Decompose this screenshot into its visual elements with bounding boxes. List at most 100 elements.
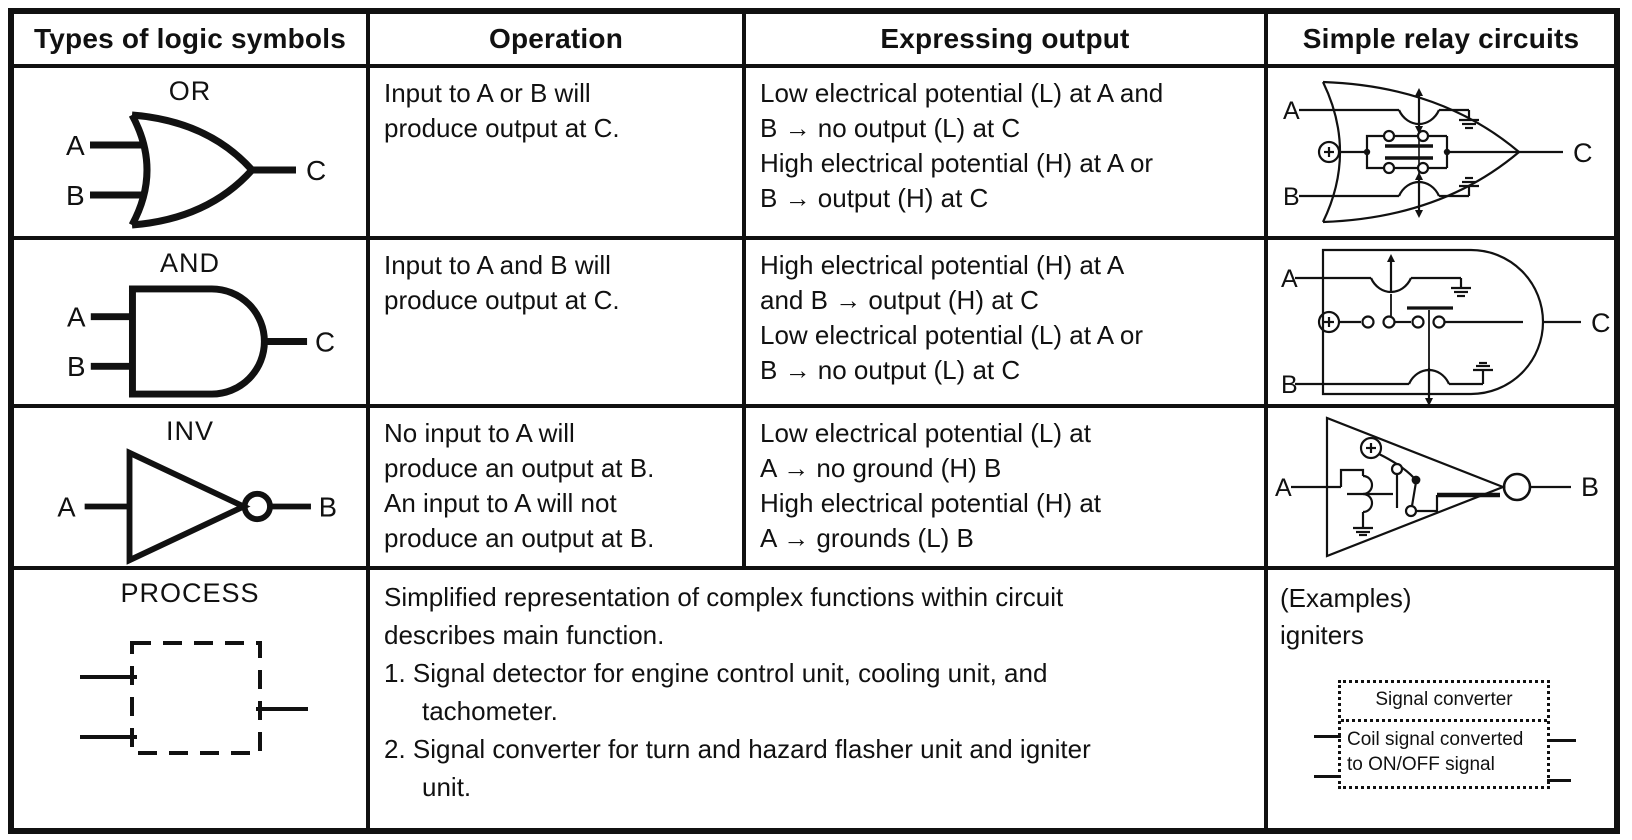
- process-examples-cell: (Examples) igniters Signal converter Coi…: [1268, 570, 1614, 828]
- text-line: B → no output (L) at C: [760, 113, 1021, 143]
- and-output-cell: High electrical potential (H) at A and B…: [746, 240, 1264, 404]
- text-line: Simplified representation of complex fun…: [384, 582, 1064, 612]
- inv-relay-cell: A B: [1268, 408, 1614, 566]
- inv-relay-circuit-icon: A B: [1275, 416, 1599, 558]
- header-expressing-output: Expressing output: [746, 14, 1264, 64]
- text-line: No input to A will: [384, 418, 575, 448]
- relay-input-a-label: A: [1275, 474, 1292, 502]
- or-output-cell: Low electrical potential (L) at A and B …: [746, 68, 1264, 236]
- header-label: Operation: [488, 23, 624, 54]
- and-output-c-label: C: [315, 326, 335, 357]
- text-line: 2. Signal converter for turn and hazard …: [384, 734, 1091, 764]
- text-line: High electrical potential (H) at A: [760, 250, 1125, 280]
- and-symbol-cell: AND A B C: [14, 240, 366, 404]
- contact-icon: [1382, 315, 1396, 329]
- ground-icon: [1473, 361, 1493, 372]
- or-output-c-label: C: [306, 155, 326, 186]
- text-line: Coil signal converted: [1347, 729, 1524, 750]
- arrow-down-icon: [1425, 398, 1433, 406]
- process-symbol-cell: PROCESS: [14, 570, 366, 828]
- inv-input-a-label: A: [57, 491, 76, 522]
- contact-icon: [1382, 129, 1396, 143]
- text-line: and B → output (H) at C: [760, 285, 1039, 315]
- text-line: produce an output at B.: [384, 523, 655, 553]
- or-symbol-cell: OR A B C: [14, 68, 366, 236]
- text-line: unit.: [422, 772, 472, 802]
- header-label: Expressing output: [880, 23, 1130, 54]
- text-line: A → grounds (L) B: [760, 523, 974, 553]
- text-line: describes main function.: [384, 620, 665, 650]
- contact-icon: [1411, 315, 1425, 329]
- text-line: High electrical potential (H) at A or: [760, 148, 1154, 178]
- or-input-b-label: B: [66, 180, 85, 211]
- text-line: produce output at C.: [384, 113, 620, 143]
- ground-icon: [1353, 526, 1373, 537]
- arrow-up-icon: [1415, 88, 1423, 96]
- header-label: Simple relay circuits: [1302, 23, 1580, 54]
- wire-stub: [1547, 779, 1571, 782]
- or-relay-circuit-icon: A B C: [1283, 80, 1593, 224]
- text-line: B → no output (L) at C: [760, 355, 1021, 385]
- contact-icon: [1382, 161, 1396, 175]
- or-input-a-label: A: [66, 130, 85, 161]
- text-line: to ON/OFF signal: [1347, 754, 1495, 775]
- text-line: produce an output at B.: [384, 453, 655, 483]
- and-title: AND: [159, 248, 220, 278]
- contact-icon: [1416, 161, 1430, 175]
- signal-converter-label: Signal converter: [1341, 683, 1547, 722]
- text-line: High electrical potential (H) at: [760, 488, 1102, 518]
- ground-icon: [1459, 176, 1479, 188]
- text-line: A → no ground (H) B: [760, 453, 1002, 483]
- text-line: B → output (H) at C: [760, 183, 989, 213]
- process-box-icon: [80, 641, 308, 755]
- relay-output-c-label: C: [1573, 138, 1593, 168]
- and-relay-cell: A B C: [1268, 240, 1614, 406]
- wire-stub: [1314, 775, 1341, 778]
- and-relay-circuit-icon: A B C: [1281, 248, 1611, 406]
- inv-operation-cell: No input to A will produce an output at …: [370, 408, 742, 566]
- contact-icon: [1416, 129, 1430, 143]
- relay-output-c-label: C: [1591, 308, 1611, 338]
- header-types-of-logic-symbols: Types of logic symbols: [14, 14, 366, 64]
- junction-dot-icon: [1411, 475, 1421, 485]
- text-line: 1. Signal detector for engine control un…: [384, 658, 1048, 688]
- relay-output-b-label: B: [1581, 472, 1599, 502]
- inv-symbol-cell: INV A B: [14, 408, 366, 566]
- inv-title: INV: [165, 416, 214, 446]
- process-description-cell: Simplified representation of complex fun…: [370, 570, 1264, 828]
- text-line: produce output at C.: [384, 285, 620, 315]
- or-title: OR: [168, 76, 212, 106]
- text-line: Low electrical potential (L) at A or: [760, 320, 1143, 350]
- contact-icon: [1390, 462, 1404, 476]
- arrow-down-icon: [1415, 210, 1423, 218]
- relay-input-b-label: B: [1283, 183, 1300, 211]
- examples-caption: (Examples): [1280, 583, 1412, 613]
- relay-input-b-label: B: [1281, 371, 1298, 399]
- arrow-up-icon: [1415, 172, 1423, 180]
- relay-input-a-label: A: [1283, 97, 1300, 125]
- text-line: Low electrical potential (L) at A and: [760, 78, 1164, 108]
- or-operation-cell: Input to A or B will produce output at C…: [370, 68, 742, 236]
- and-input-b-label: B: [67, 351, 86, 382]
- contact-icon: [1361, 315, 1375, 329]
- battery-icon: [1359, 436, 1383, 460]
- and-operation-cell: Input to A and B will produce output at …: [370, 240, 742, 404]
- header-label: Types of logic symbols: [34, 23, 346, 54]
- ground-icon: [1451, 286, 1471, 298]
- text-line: Low electrical potential (L) at: [760, 418, 1091, 448]
- text-line: Input to A and B will: [384, 250, 611, 280]
- or-relay-cell: A B C: [1268, 68, 1614, 236]
- text-line: tachometer.: [422, 696, 558, 726]
- wire-stub: [1314, 735, 1341, 738]
- relay-input-a-label: A: [1281, 265, 1298, 293]
- text-line: An input to A will not: [384, 488, 617, 518]
- arrow-up-icon: [1387, 254, 1395, 262]
- header-simple-relay-circuits: Simple relay circuits: [1268, 14, 1614, 64]
- inv-output-cell: Low electrical potential (L) at A → no g…: [746, 408, 1264, 566]
- contact-icon: [1432, 315, 1446, 329]
- signal-converter-box: Signal converter Coil signal converted t…: [1314, 680, 1576, 789]
- and-input-a-label: A: [67, 302, 86, 333]
- inv-gate-icon: A B: [57, 448, 337, 565]
- logic-symbols-table: Types of logic symbols Operation Express…: [8, 8, 1620, 834]
